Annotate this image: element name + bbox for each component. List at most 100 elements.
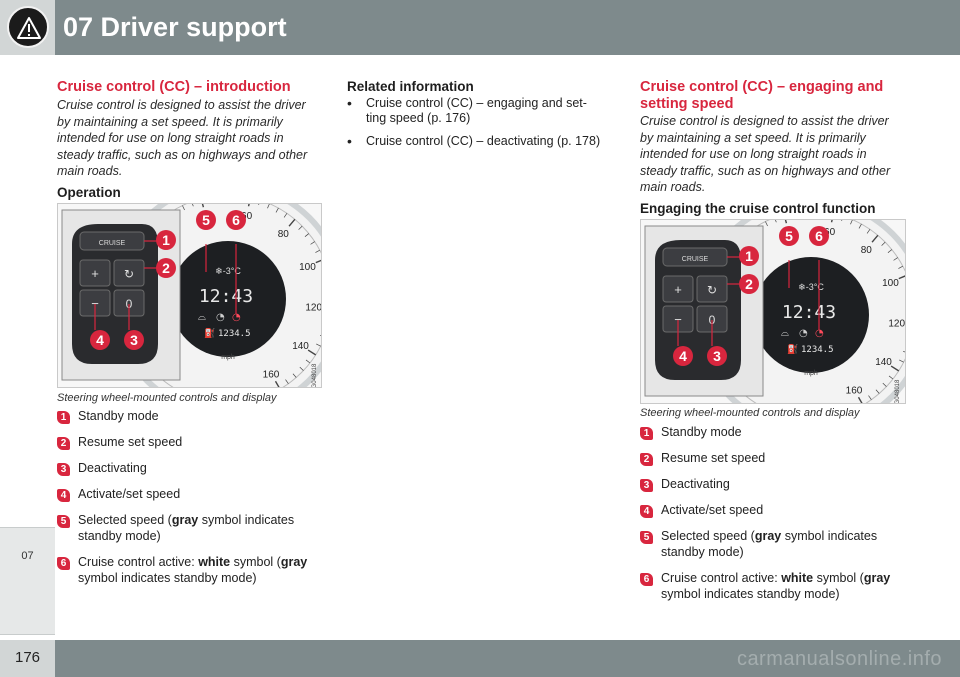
- figure-caption: Steering wheel-mounted controls and disp…: [640, 407, 860, 419]
- section-heading-engaging: Cruise control (CC) – engaging and setti…: [640, 79, 884, 112]
- callout-number: 6: [232, 212, 240, 228]
- dial-tick: [868, 395, 872, 400]
- dial-tick: [857, 396, 863, 403]
- figure-code: G048018: [312, 363, 318, 388]
- legend-text: Resume set speed: [661, 451, 766, 465]
- legend-text: Deactivating: [78, 461, 147, 475]
- legend-text: Selected speed (: [78, 513, 172, 527]
- fuel-icon: ⛽: [204, 327, 215, 339]
- resume-button: [113, 259, 145, 287]
- dial-tick: [881, 241, 886, 246]
- cruise-symbol-gray-icon: ◔: [216, 312, 225, 323]
- center-display: [753, 257, 869, 373]
- dial-tick: [841, 220, 843, 221]
- speed-tick-label: 60: [824, 227, 836, 238]
- resume-icon: ↻: [124, 267, 134, 281]
- center-display: [170, 241, 286, 357]
- callout-circle-3: [707, 346, 727, 366]
- callout-circle-2: [156, 258, 176, 278]
- related-link-text: Cruise control (CC) – engaging and set-t…: [366, 96, 587, 125]
- resume-button: [696, 275, 728, 303]
- legend-text: Cruise control active:: [78, 555, 199, 569]
- callout-number: 2: [162, 260, 170, 276]
- callout-circle-5: [196, 210, 216, 230]
- plus-button-label: +: [91, 266, 99, 281]
- intro-paragraph: Cruise control is designed to assist the…: [640, 114, 891, 194]
- subheading-operation: Operation: [57, 185, 121, 200]
- callout-number: 4: [96, 332, 104, 348]
- plus-button: [79, 259, 111, 287]
- legend-text: symbol indicates standby mode): [661, 587, 840, 601]
- legend-text: Selected speed (: [661, 529, 755, 543]
- wiper-icon: ⌓: [781, 328, 789, 339]
- dial-tick: [275, 207, 279, 213]
- legend-text: symbol indicates standby mode): [78, 571, 257, 585]
- minus-button-label: −: [674, 312, 682, 327]
- dial-tick: [310, 241, 315, 245]
- callout-number-icon: 2: [640, 453, 653, 466]
- speed-tick-label: 160: [263, 369, 280, 380]
- dial-tick: [902, 350, 905, 353]
- related-link-engaging[interactable]: • Cruise control (CC) – engaging and set…: [347, 96, 607, 126]
- legend-text: Activate/set speed: [661, 503, 764, 517]
- chapter-title: 07 Driver support: [63, 12, 287, 42]
- legend-text: symbol (: [813, 571, 864, 585]
- odometer-readout: 1234.5: [801, 345, 834, 355]
- speed-tick-label: 100: [882, 278, 899, 289]
- dial-tick: [285, 379, 289, 384]
- dial-tick: [307, 349, 317, 356]
- legend-text: white: [198, 555, 231, 569]
- minus-button-label: −: [91, 296, 99, 311]
- dial-tick: [247, 204, 250, 207]
- callout-number-icon: 6: [57, 557, 70, 570]
- legend-text: symbol indicates standby mode): [78, 513, 295, 543]
- callout-circle-6: [809, 226, 829, 246]
- cruise-controls-figure: 020406080100120140160❄-3°C12:43⌓◔◔⛽1234.…: [57, 203, 322, 388]
- speed-tick-label: 140: [292, 341, 309, 352]
- dial-tick: [267, 204, 270, 209]
- callout-number-icon: 4: [57, 489, 70, 502]
- callout-circle-2: [739, 274, 759, 294]
- figure-illustration: 020406080100120140160❄-3°C12:43⌓◔◔⛽1234.…: [61, 204, 321, 388]
- speed-tick-label: 120: [888, 318, 905, 329]
- dial-tick: [765, 221, 768, 227]
- dial-tick: [299, 366, 304, 371]
- callout-number: 3: [130, 332, 138, 348]
- speed-tick-label: 80: [861, 245, 873, 256]
- dial-tick: [319, 334, 321, 337]
- related-link-deactivating[interactable]: • Cruise control (CC) – deactivating (p.…: [347, 134, 607, 149]
- resume-icon: ↻: [707, 283, 717, 297]
- legend-text: white: [781, 571, 814, 585]
- dial-tick: [315, 249, 320, 253]
- callout-number-icon: 1: [57, 411, 70, 424]
- legend-text: Standby mode: [78, 409, 159, 423]
- section-heading-introduction: Cruise control (CC) – introduction: [57, 79, 291, 95]
- dial-tick: [858, 223, 862, 229]
- callout-circle-3: [124, 330, 144, 350]
- legend-text: gray: [863, 571, 891, 585]
- callout-circle-4: [90, 330, 110, 350]
- dial-tick: [866, 229, 871, 234]
- speed-unit: mph: [804, 370, 818, 377]
- dial-tick: [283, 213, 288, 218]
- temperature-readout: ❄-3°C: [215, 266, 241, 276]
- dial-tick: [890, 365, 900, 372]
- dial-tick: [899, 359, 904, 363]
- dial-tick: [315, 259, 321, 264]
- legend-item-1: 1 Standby mode: [57, 408, 317, 424]
- dial-tick: [192, 204, 194, 207]
- cruise-symbol-gray-icon: ◔: [799, 328, 808, 339]
- dial-tick: [305, 359, 311, 364]
- footer-bar: 176 carmanualsonline.info: [0, 640, 960, 677]
- callout-circle-5: [779, 226, 799, 246]
- chapter-tab[interactable]: 07: [0, 527, 55, 635]
- dial-tick: [274, 380, 280, 387]
- legend-item-2: 2 Resume set speed: [640, 450, 900, 466]
- dial-tick: [871, 234, 879, 243]
